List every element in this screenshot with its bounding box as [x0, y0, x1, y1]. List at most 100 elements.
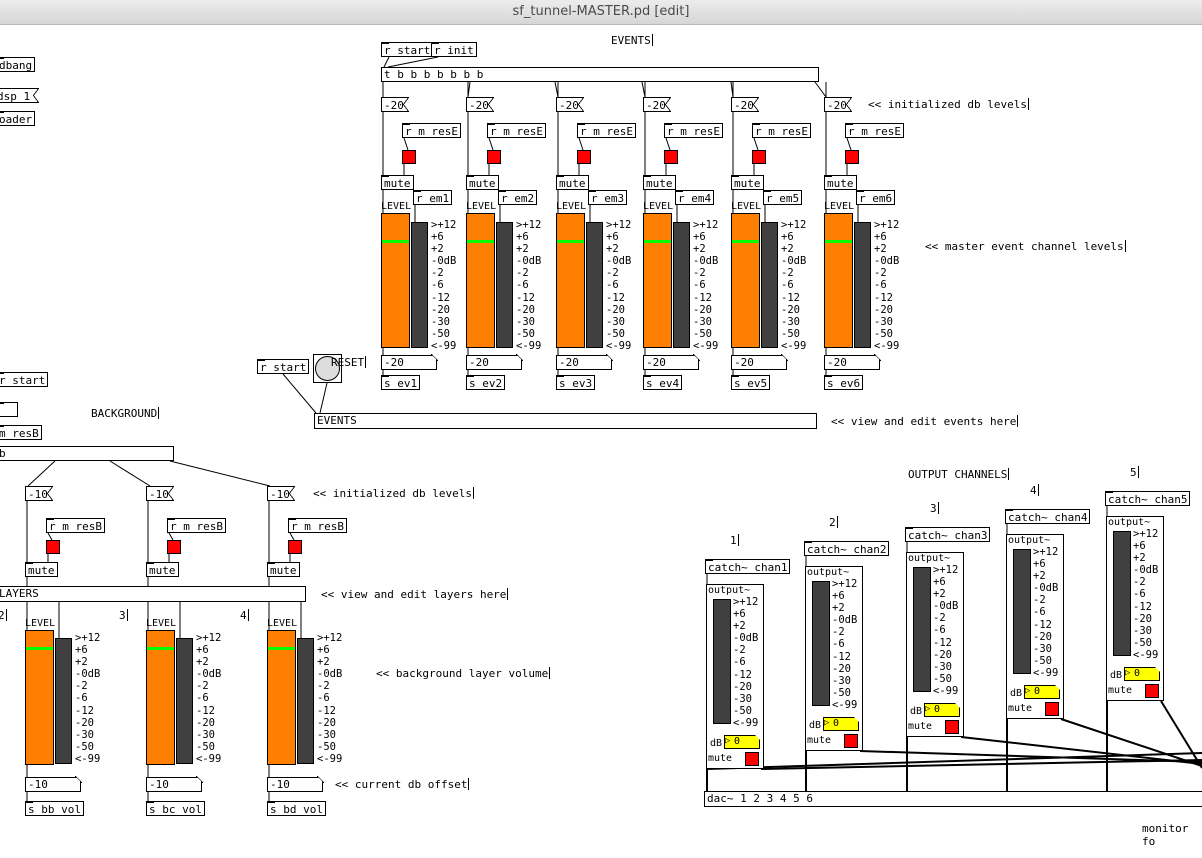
- event-send-object-4[interactable]: s ev4: [643, 375, 683, 390]
- background-reset-toggle-2[interactable]: [167, 540, 181, 554]
- r-start-reset-object[interactable]: r start: [257, 359, 310, 374]
- event-r-em-object-3[interactable]: r em3: [588, 190, 628, 205]
- r-m-resB-left-object[interactable]: m_resB: [0, 425, 42, 440]
- dac-object[interactable]: dac~ 1 2 3 4 5 6: [704, 791, 1202, 807]
- event-level-slider-1[interactable]: [381, 213, 410, 348]
- background-reset-toggle-1[interactable]: [46, 540, 60, 554]
- background-db-number-1[interactable]: -10: [25, 776, 82, 792]
- event-level-slider-6[interactable]: [824, 213, 853, 348]
- event-db-number-4[interactable]: -20: [643, 354, 700, 370]
- event-init-message-3[interactable]: -20: [556, 97, 584, 112]
- event-reset-toggle-3[interactable]: [577, 150, 591, 164]
- background-level-slider-1[interactable]: [25, 630, 54, 765]
- background-init-message-2-text: -10: [146, 486, 174, 501]
- trigger-object[interactable]: t b b b b b b b: [381, 67, 819, 82]
- background-send-object-1[interactable]: s bb_vol: [25, 801, 84, 816]
- event-db-number-3[interactable]: -20: [556, 354, 613, 370]
- background-trigger-object[interactable]: b: [0, 446, 174, 461]
- background-init-message-1[interactable]: -10: [25, 486, 53, 501]
- event-level-slider-5[interactable]: [731, 213, 760, 348]
- event-r-resE-object-6[interactable]: r m_resE: [845, 123, 904, 138]
- event-init-message-5[interactable]: -20: [731, 97, 759, 112]
- event-r-em-object-2[interactable]: r em2: [498, 190, 538, 205]
- event-mute-object-6[interactable]: mute: [824, 175, 857, 190]
- r-init-object[interactable]: r init: [431, 42, 477, 57]
- background-level-slider-3[interactable]: [267, 630, 296, 765]
- event-r-resE-object-4[interactable]: r m_resE: [664, 123, 723, 138]
- background-r-resB-object-3[interactable]: r m_resB: [288, 518, 347, 533]
- r-start-object[interactable]: r start: [381, 42, 434, 57]
- event-r-resE-object-1[interactable]: r m_resE: [402, 123, 461, 138]
- event-send-object-5[interactable]: s ev5: [731, 375, 771, 390]
- event-mute-object-2[interactable]: mute: [466, 175, 499, 190]
- output-db-number-2[interactable]: 0: [823, 717, 859, 731]
- output-mute-toggle-2[interactable]: [844, 734, 858, 748]
- event-db-number-1[interactable]: -20: [381, 354, 438, 370]
- background-r-resB-object-2[interactable]: r m_resB: [167, 518, 226, 533]
- event-r-em-object-4[interactable]: r em4: [675, 190, 715, 205]
- output-db-number-1[interactable]: 0: [724, 735, 760, 749]
- loader-object[interactable]: oader: [0, 111, 36, 126]
- background-mute-object-2[interactable]: mute: [146, 562, 179, 577]
- event-reset-toggle-2[interactable]: [487, 150, 501, 164]
- background-mute-object-3[interactable]: mute: [267, 562, 300, 577]
- output-db-number-4[interactable]: 0: [1024, 685, 1060, 699]
- left-small-object[interactable]: [0, 402, 18, 417]
- catch-object-1[interactable]: catch~ chan1: [705, 559, 791, 574]
- event-send-object-2[interactable]: s ev2: [466, 375, 506, 390]
- output-mute-toggle-5[interactable]: [1145, 684, 1159, 698]
- event-mute-object-3[interactable]: mute: [556, 175, 589, 190]
- background-init-message-3[interactable]: -10: [267, 486, 295, 501]
- event-init-message-6[interactable]: -20: [824, 97, 852, 112]
- event-mute-object-4[interactable]: mute: [643, 175, 676, 190]
- event-send-object-1[interactable]: s ev1: [381, 375, 421, 390]
- background-db-number-3[interactable]: -10: [267, 776, 324, 792]
- background-mute-object-1[interactable]: mute: [25, 562, 58, 577]
- event-db-number-5[interactable]: -20: [731, 354, 788, 370]
- output-db-number-5[interactable]: 0: [1124, 667, 1160, 681]
- event-r-em-object-6[interactable]: r em6: [856, 190, 896, 205]
- background-init-message-2[interactable]: -10: [146, 486, 174, 501]
- event-r-resE-object-5[interactable]: r m_resE: [752, 123, 811, 138]
- dbang-object[interactable]: dbang: [0, 57, 36, 72]
- output-mute-toggle-1[interactable]: [745, 752, 759, 766]
- event-meter-scale-3: >+12 +6 +2 -0dB -2 -6 -12 -20 -30 -50 <-…: [606, 219, 632, 352]
- event-level-slider-2[interactable]: [466, 213, 495, 348]
- catch-object-4[interactable]: catch~ chan4: [1005, 509, 1091, 524]
- event-reset-toggle-6[interactable]: [845, 150, 859, 164]
- catch-object-5[interactable]: catch~ chan5: [1105, 491, 1191, 506]
- r-start-left-object[interactable]: r start: [0, 372, 49, 387]
- event-r-resE-object-2[interactable]: r m_resE: [487, 123, 546, 138]
- event-r-resE-object-3[interactable]: r m_resE: [577, 123, 636, 138]
- event-db-number-2[interactable]: -20: [466, 354, 523, 370]
- event-mute-object-1[interactable]: mute: [381, 175, 414, 190]
- event-reset-toggle-1[interactable]: [402, 150, 416, 164]
- event-level-slider-3[interactable]: [556, 213, 585, 348]
- events-object[interactable]: EVENTS: [314, 413, 817, 429]
- event-init-message-4[interactable]: -20: [643, 97, 671, 112]
- event-r-em-object-5[interactable]: r em5: [763, 190, 803, 205]
- event-init-message-1[interactable]: -20: [381, 97, 409, 112]
- background-db-number-2[interactable]: -10: [146, 776, 203, 792]
- catch-object-3[interactable]: catch~ chan3: [905, 527, 991, 542]
- background-send-object-2[interactable]: s bc_vol: [146, 801, 205, 816]
- background-level-slider-2[interactable]: [146, 630, 175, 765]
- event-mute-object-5[interactable]: mute: [731, 175, 764, 190]
- event-send-object-6[interactable]: s ev6: [824, 375, 864, 390]
- event-reset-toggle-4[interactable]: [664, 150, 678, 164]
- dsp-1-message[interactable]: dsp 1: [0, 88, 39, 103]
- event-level-slider-4[interactable]: [643, 213, 672, 348]
- background-send-object-3[interactable]: s bd_vol: [267, 801, 326, 816]
- event-reset-toggle-5[interactable]: [752, 150, 766, 164]
- output-db-number-3[interactable]: 0: [924, 703, 960, 717]
- background-r-resB-object-1[interactable]: r m_resB: [46, 518, 105, 533]
- event-send-object-3[interactable]: s ev3: [556, 375, 596, 390]
- layers-object[interactable]: LAYERS: [0, 586, 306, 602]
- catch-object-2[interactable]: catch~ chan2: [804, 541, 890, 556]
- event-r-em-object-1[interactable]: r em1: [413, 190, 453, 205]
- event-db-number-6[interactable]: -20: [824, 354, 881, 370]
- event-init-message-2[interactable]: -20: [466, 97, 494, 112]
- output-mute-toggle-4[interactable]: [1045, 702, 1059, 716]
- output-mute-toggle-3[interactable]: [945, 720, 959, 734]
- background-reset-toggle-3[interactable]: [288, 540, 302, 554]
